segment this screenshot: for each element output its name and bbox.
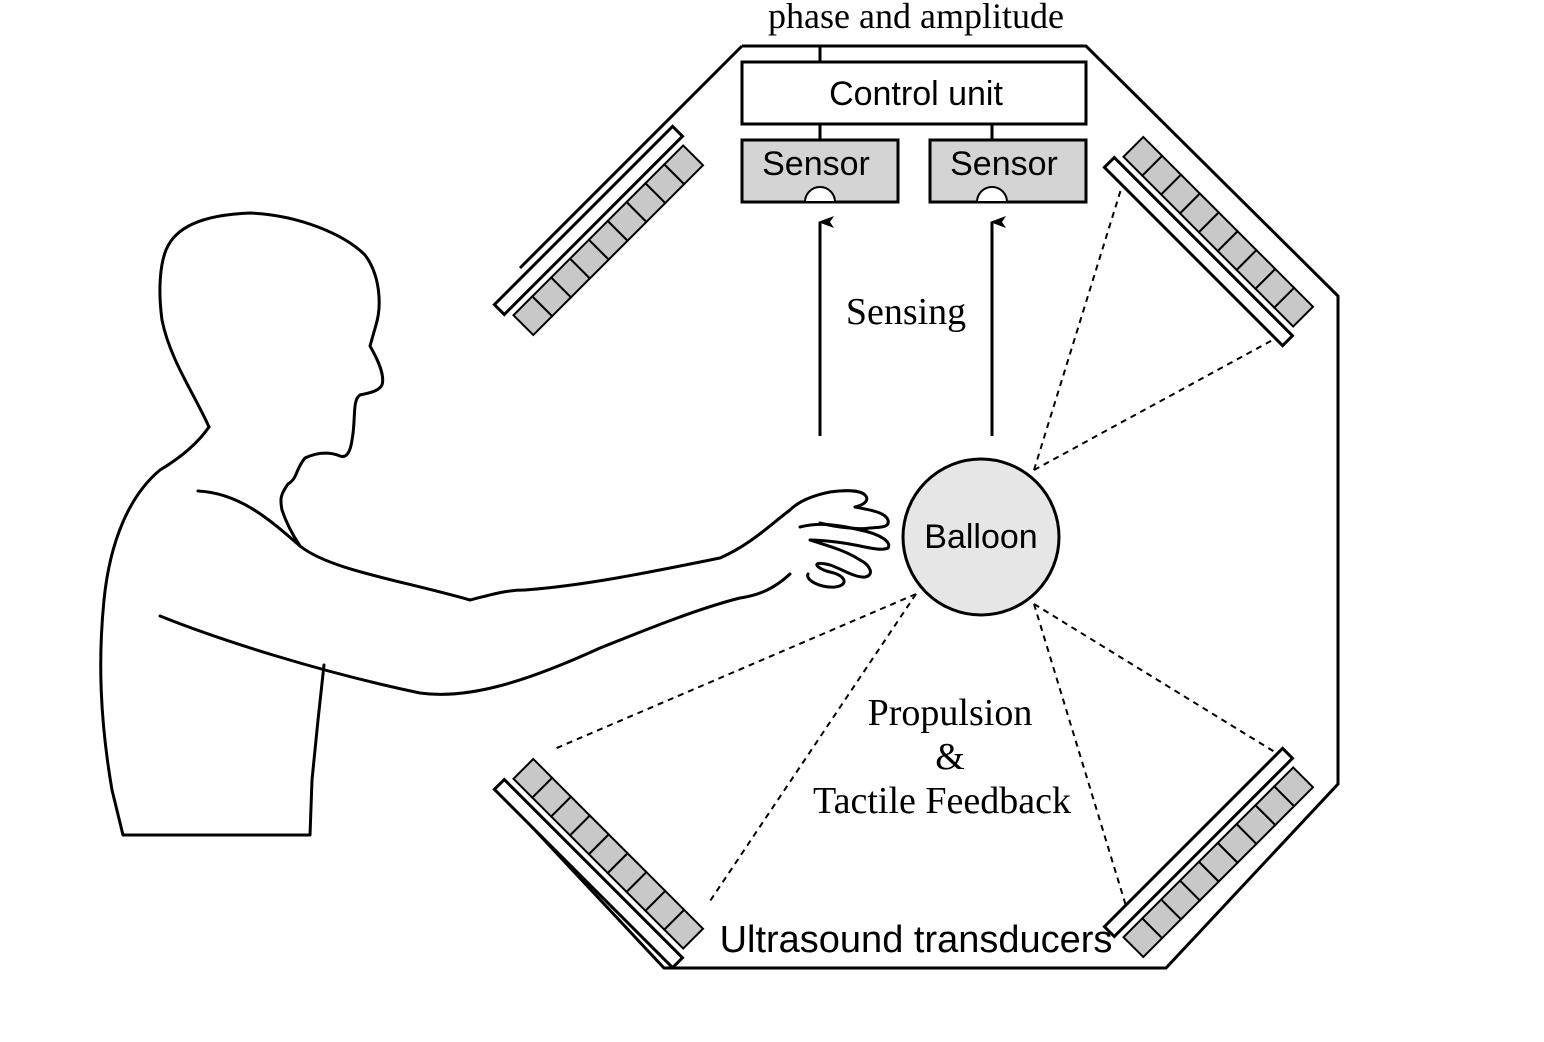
person-head-outline xyxy=(158,211,385,548)
control-unit-box xyxy=(740,60,1088,126)
transducer-array-top-left xyxy=(492,124,705,337)
balloon-label: Balloon xyxy=(924,518,1037,556)
backing-plate xyxy=(492,124,685,317)
sensor-right: Sensor xyxy=(928,138,1088,204)
sensor-right-label: Sensor xyxy=(950,145,1058,183)
transducer-array-bottom-right xyxy=(1102,746,1315,959)
transducer-element xyxy=(1272,766,1315,808)
person-shoulder-line xyxy=(196,489,890,602)
backing-plate xyxy=(1102,155,1295,348)
transducer-array-top-right xyxy=(1102,135,1315,348)
sensor-right-eye-icon xyxy=(975,186,1009,203)
sensing-label: Sensing xyxy=(846,291,966,333)
person-back-outline xyxy=(99,425,326,837)
transducer-element xyxy=(662,908,705,950)
propulsion-beams xyxy=(551,185,1281,907)
control-unit-label: Control unit xyxy=(829,75,1003,113)
person-silhouette xyxy=(99,211,891,837)
sensor-left: Sensor xyxy=(740,138,900,204)
transducer-element xyxy=(662,144,705,186)
propulsion-label-line2: & xyxy=(935,736,965,778)
backing-plate xyxy=(1102,746,1295,939)
transducer-array-bottom-left xyxy=(492,757,705,970)
backing-plate xyxy=(492,777,685,970)
sensor-left-label: Sensor xyxy=(762,145,870,183)
person-arm-underside xyxy=(158,572,792,696)
person-fingers xyxy=(798,522,891,589)
top-label: phase and amplitude xyxy=(768,0,1064,36)
transducer-arrays xyxy=(492,124,1315,970)
sensor-left-eye-icon xyxy=(803,186,837,203)
balloon xyxy=(901,457,1061,617)
propulsion-label-line3: Tactile Feedback xyxy=(813,780,1071,822)
transducer-element xyxy=(1272,286,1315,328)
enclosure-frame xyxy=(516,44,1340,970)
propulsion-label-line1: Propulsion xyxy=(868,692,1033,734)
transducers-label: Ultrasound transducers xyxy=(720,919,1113,961)
